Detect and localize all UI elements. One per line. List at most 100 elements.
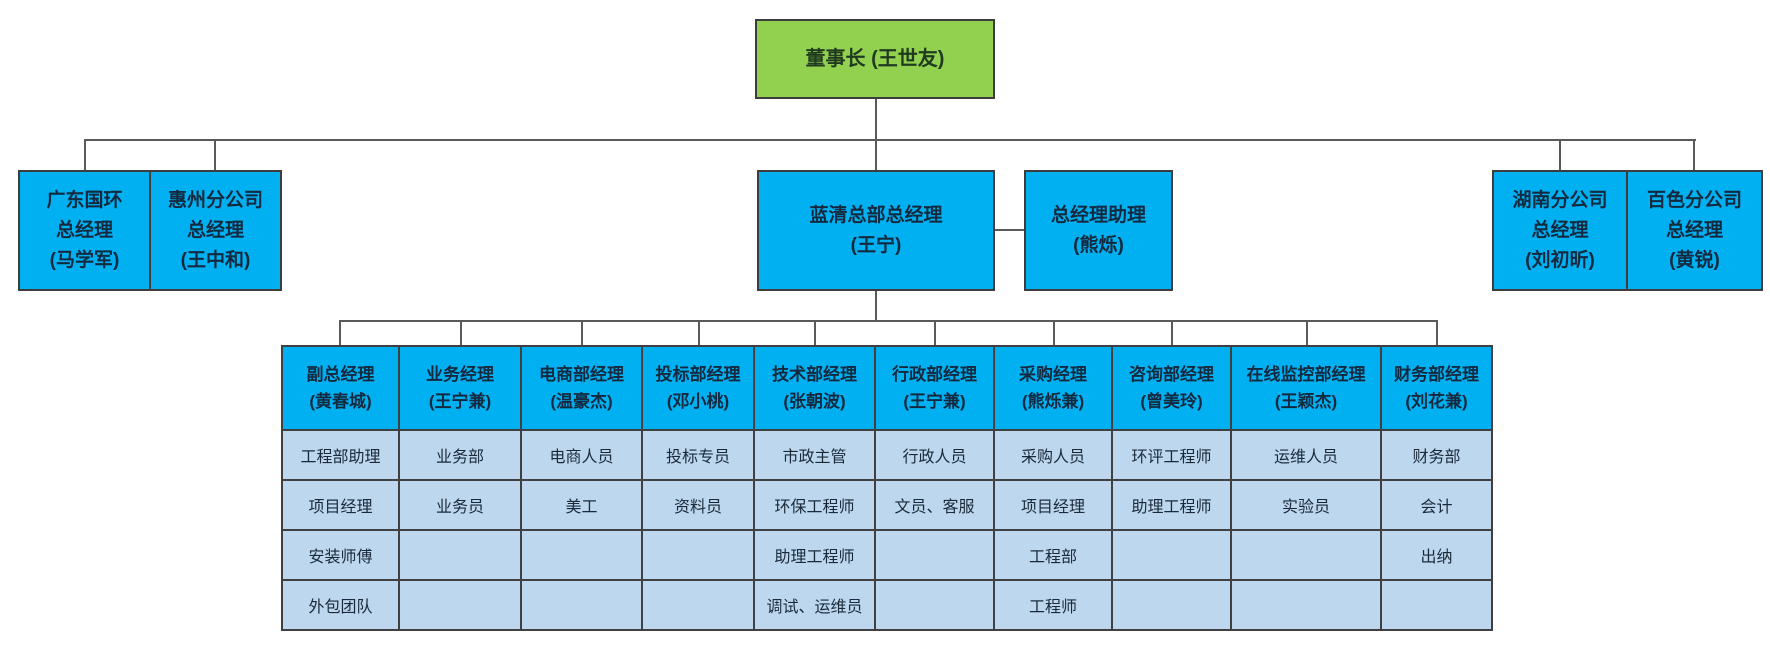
connector-dept-bus [340,320,1438,322]
connector-drop-baise [1693,139,1695,172]
staff-cell [522,581,643,629]
staff-cell: 外包团队 [283,581,400,629]
dept-head-online-monitoring: 在线监控部经理 (王颖杰) [1232,347,1382,431]
staff-cell: 会计 [1382,481,1491,531]
dept-title: 在线监控部经理 [1246,365,1366,384]
staff-cell: 助理工程师 [755,531,876,581]
staff-cell: 电商人员 [522,431,643,481]
box-label: 湖南分公司 [1512,189,1608,211]
staff-cell: 工程部 [995,531,1113,581]
connector-dept-drop-1 [339,320,341,347]
staff-cell: 资料员 [643,481,755,531]
dept-head-bidding: 投标部经理 (邓小桃) [643,347,755,431]
staff-cell [1113,581,1232,629]
box-label: 惠州分公司 [167,189,263,211]
staff-cell: 投标专员 [643,431,755,481]
connector-dept-drop-6 [934,320,936,347]
connector-dept-drop-8 [1171,320,1173,347]
connector-drop-huizhou [214,139,216,172]
dept-head-technology: 技术部经理(张朝波) [755,347,876,431]
dept-person: (邓小桃) [666,392,730,411]
gm-box-lanqing-hq: 蓝清总部总经理 (王宁) [757,170,995,291]
box-label: 总经理助理 [1050,204,1146,226]
staff-cell: 财务部 [1382,431,1491,481]
dept-title: 行政部经理 [892,365,977,384]
staff-cell [1113,531,1232,581]
box-label: 广东国环 [46,189,123,211]
box-label: 总经理 [1665,219,1723,241]
department-table: 副总经理(黄春城) 业务经理(王宁兼) 电商部经理(温豪杰) 投标部经理(邓小桃… [281,345,1493,631]
staff-cell [1232,581,1382,629]
connector-dept-drop-2 [460,320,462,347]
dept-person: (王宁兼) [428,392,492,411]
staff-cell [522,531,643,581]
connector-dept-drop-5 [814,320,816,347]
box-label: 百色分公司 [1646,189,1742,211]
staff-cell: 工程师 [995,581,1113,629]
staff-cell: 环保工程师 [755,481,876,531]
staff-cell: 调试、运维员 [755,581,876,629]
dept-person: (王宁兼) [903,392,966,411]
gm-assistant-box: 总经理助理 (熊烁) [1024,170,1173,291]
dept-head-finance: 财务部经理 (刘花兼) [1382,347,1491,431]
dept-title: 财务部经理 [1394,365,1479,384]
connector-lanqing-drop [875,291,877,322]
staff-cell: 业务员 [400,481,522,531]
chairman-label: 董事长 (王世友) [805,48,945,70]
box-label: 总经理 [55,219,113,241]
dept-person: (熊烁兼) [1021,392,1085,411]
chairman-box: 董事长 (王世友) [755,19,995,99]
dept-title: 咨询部经理 [1129,365,1214,384]
connector-dept-drop-10 [1436,320,1438,347]
dept-person: (温豪杰) [550,392,613,411]
staff-cell [400,531,522,581]
staff-cell [1232,531,1382,581]
box-label: (王中和) [180,249,251,271]
staff-cell: 实验员 [1232,481,1382,531]
staff-cell: 文员、客服 [876,481,995,531]
staff-cell: 项目经理 [995,481,1113,531]
staff-cell: 行政人员 [876,431,995,481]
connector-dept-drop-3 [581,320,583,347]
box-label: 总经理 [186,219,244,241]
box-label: 总经理 [1531,219,1589,241]
connector-dept-drop-7 [1053,320,1055,347]
dept-person: (王颖杰) [1274,392,1338,411]
staff-cell [643,531,755,581]
staff-cell [643,581,755,629]
box-label: (黄锐) [1669,249,1720,271]
staff-cell: 环评工程师 [1113,431,1232,481]
dept-title: 副总经理 [306,365,375,384]
dept-head-consulting: 咨询部经理 (曾美玲) [1113,347,1232,431]
box-label: (马学军) [49,249,120,271]
dept-title: 采购经理 [1019,365,1087,384]
staff-cell: 助理工程师 [1113,481,1232,531]
dept-title: 投标部经理 [655,365,741,384]
staff-cell: 采购人员 [995,431,1113,481]
dept-title: 技术部经理 [772,365,857,384]
box-label: (熊烁) [1073,234,1124,256]
box-label: (王宁) [850,234,902,256]
gm-box-baise: 百色分公司 总经理 (黄锐) [1626,170,1763,291]
connector-drop-gdgh [84,139,86,172]
staff-cell: 市政主管 [755,431,876,481]
connector-level2-bus [84,139,1696,141]
staff-cell: 项目经理 [283,481,400,531]
box-label: 蓝清总部总经理 [809,204,943,226]
gm-box-huizhou: 惠州分公司 总经理 (王中和) [149,170,282,291]
staff-cell: 业务部 [400,431,522,481]
dept-person: (曾美玲) [1140,392,1203,411]
dept-person: (刘花兼) [1405,392,1468,411]
dept-head-ecommerce: 电商部经理(温豪杰) [522,347,643,431]
staff-cell [876,531,995,581]
staff-cell: 安装师傅 [283,531,400,581]
staff-cell [1382,581,1491,629]
dept-head-admin: 行政部经理 (王宁兼) [876,347,995,431]
staff-cell: 运维人员 [1232,431,1382,481]
dept-head-vice-gm: 副总经理(黄春城) [283,347,400,431]
gm-box-hunan: 湖南分公司 总经理 (刘初昕) [1492,170,1628,291]
connector-drop-hunan [1559,139,1561,172]
box-label: (刘初昕) [1525,249,1595,271]
gm-box-guangdong-guohuan: 广东国环 总经理 (马学军) [18,170,151,291]
